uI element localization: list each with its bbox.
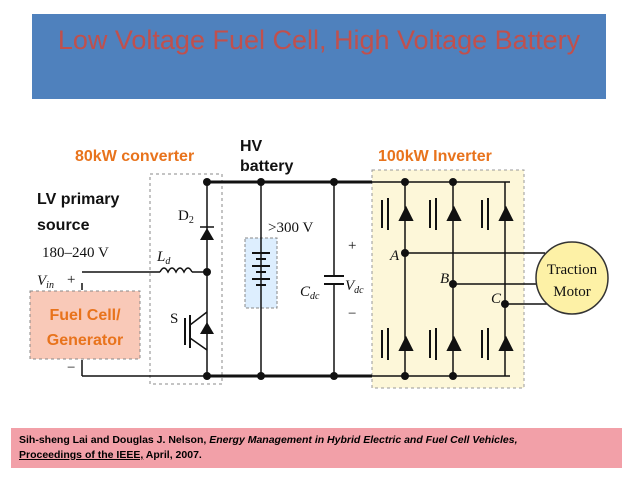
citation-journal: Proceedings of the IEEE, (19, 449, 144, 461)
slide-title: Low Voltage Fuel Cell, High Voltage Batt… (57, 25, 581, 55)
motor-label-line1: Traction (547, 262, 598, 278)
diode-label: D2 (178, 208, 194, 226)
vdc-plus: + (348, 238, 356, 254)
vdc-label: Vdc (345, 278, 364, 296)
converter-box (149, 173, 223, 385)
source-voltage: 180–240 V (42, 245, 109, 261)
vdc-minus: − (348, 306, 356, 322)
fuel-cell-box (29, 290, 141, 360)
battery-label-line1: HV (240, 138, 263, 155)
motor-label-line2: Motor (553, 284, 591, 300)
battery-icon (252, 252, 270, 286)
traction-motor-icon (535, 241, 609, 315)
citation-band: Sih-sheng Lai and Douglas J. Nelson, Ene… (11, 428, 622, 468)
inverter-box (371, 169, 525, 389)
battery-voltage: >300 V (268, 220, 313, 236)
fuel-cell-line2: Generator (47, 332, 123, 349)
citation-date: April, 2007. (143, 449, 202, 461)
cap-label: Cdc (300, 284, 320, 302)
switch-s-icon (184, 311, 214, 351)
title-band (32, 14, 606, 99)
converter-label: 80kW converter (75, 148, 194, 165)
phase-c-label: C (491, 291, 502, 307)
battery-label-line2: battery (240, 158, 293, 175)
citation-work: Energy Management in Hybrid Electric and… (209, 434, 518, 446)
citation-authors: Sih-sheng Lai and Douglas J. Nelson, (19, 434, 210, 446)
switch-label: S (170, 311, 178, 327)
vin-plus: + (67, 272, 75, 288)
diode-d2-icon (200, 228, 214, 240)
vin-minus: − (67, 360, 75, 376)
phase-a-label: A (389, 248, 400, 264)
inductor-icon (159, 267, 193, 274)
fuel-cell-line1: Fuel Cell/ (49, 307, 121, 324)
source-label-line1: LV primary (37, 191, 120, 208)
source-label-line2: source (37, 217, 90, 234)
inductor-label: Ld (156, 249, 171, 267)
igbt-icons (381, 198, 514, 360)
vin-label: Vin (37, 273, 54, 291)
inverter-label: 100kW Inverter (378, 148, 492, 165)
phase-b-label: B (440, 271, 449, 287)
